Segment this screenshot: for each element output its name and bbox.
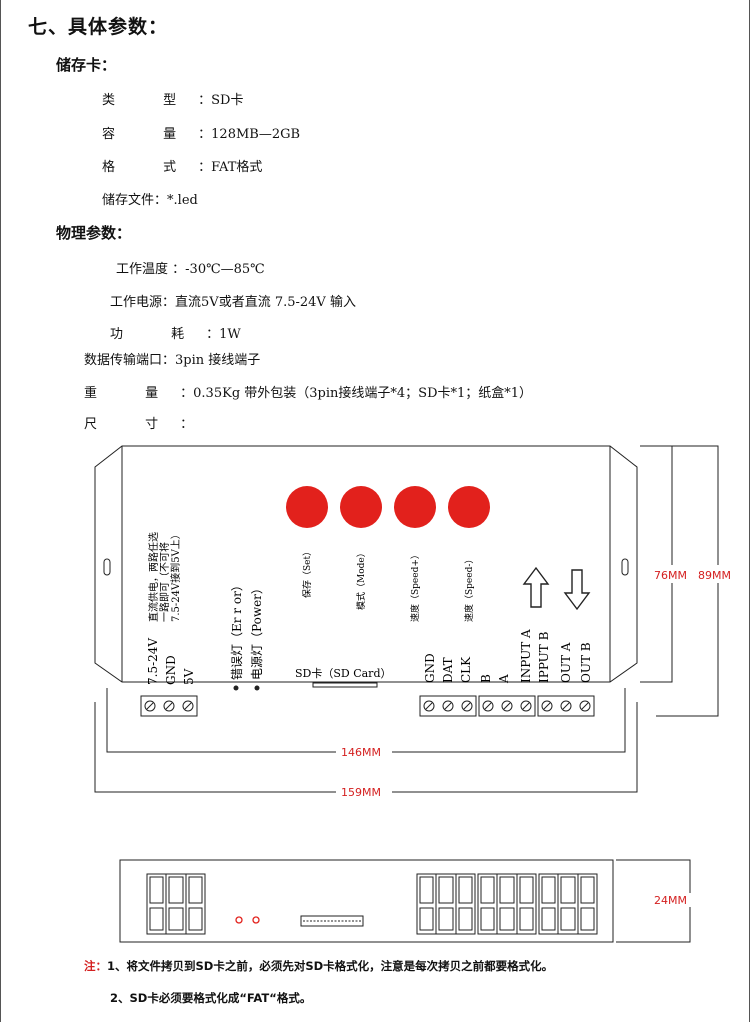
side-led-error-icon <box>235 916 243 924</box>
power-pin-label: GND <box>164 655 178 685</box>
button-speed-plus <box>394 486 436 528</box>
section-title: 七、具体参数： <box>28 16 169 38</box>
note-text: 1、将文件拷贝到SD卡之前，必须先对SD卡格式化，注意是每次拷贝之前都要格式化。 <box>107 959 554 973</box>
output-pin-label: OUT A <box>559 642 573 683</box>
dim-width-outer: 159MM <box>341 786 381 799</box>
side-led-power-icon <box>252 916 260 924</box>
storage-row-type: 类 型：SD卡 <box>102 89 244 108</box>
note-line-1: 注：1、将文件拷贝到SD卡之前，必须先对SD卡格式化，注意是每次拷贝之前都要格式… <box>84 958 553 974</box>
housing-outline <box>94 445 638 683</box>
storage-value: SD卡 <box>211 93 244 108</box>
physical-key: 工作电源 <box>110 295 163 310</box>
note-prefix: 注： <box>84 959 107 973</box>
led-label-power: 电源灯（Power） <box>250 582 264 680</box>
side-sd-slot <box>300 915 364 927</box>
input-pin-label: INPUT A <box>519 629 533 683</box>
storage-heading: 储存卡： <box>56 56 117 74</box>
physical-row-weight: 重 量：0.35Kg 带外包装（3pin接线端子*4；SD卡*1；纸盒*1） <box>84 382 532 401</box>
storage-sep: ： <box>198 127 212 142</box>
physical-value: 3pin 接线端子 <box>175 353 261 368</box>
button-set <box>286 486 328 528</box>
physical-sep: ： <box>206 327 220 342</box>
physical-value: 0.35Kg 带外包装（3pin接线端子*4；SD卡*1；纸盒*1） <box>193 386 533 401</box>
physical-sep: ： <box>180 386 194 401</box>
note-text: 2、SD卡必须要格式化成“FAT“格式。 <box>110 991 312 1005</box>
physical-key: 尺 寸 <box>84 417 181 432</box>
physical-key: 重 量 <box>84 386 181 401</box>
input-arrow-up-icon <box>522 566 550 608</box>
button-label: 速度（Speed+） <box>409 550 421 622</box>
physical-row-power: 工作电源：直流5V或者直流 7.5-24V 输入 <box>110 291 356 310</box>
physical-row-consumption: 功 耗：1W <box>110 323 241 342</box>
terminal-block-input <box>478 695 536 717</box>
physical-heading: 物理参数： <box>56 224 132 242</box>
button-speed-minus <box>448 486 490 528</box>
storage-key: 储存文件 <box>102 193 155 208</box>
data-pin-label: GND <box>423 653 437 683</box>
storage-value: 128MB—2GB <box>211 127 301 142</box>
storage-sep: ： <box>198 93 212 108</box>
led-label-error: 错误灯（Er r or） <box>230 579 244 680</box>
mount-hole-right-icon <box>621 558 629 576</box>
side-terminal-power <box>146 873 206 935</box>
terminal-block-power <box>140 695 198 717</box>
button-mode <box>340 486 382 528</box>
sd-card-label: SD卡（SD Card） <box>295 667 391 680</box>
sd-card-slot <box>312 682 378 688</box>
storage-sep: ： <box>154 193 168 208</box>
physical-row-temp: 工作温度 ：-30℃—85℃ <box>116 258 265 277</box>
physical-value: 1W <box>219 327 241 342</box>
button-label: 模式（Mode） <box>355 548 367 610</box>
power-note-line: 直流供电，两路任选 <box>147 532 160 622</box>
power-pin-label: 7.5-24V <box>146 638 160 685</box>
dim-height-inner: 76MM <box>654 569 687 582</box>
power-pin-label: 5V <box>182 668 196 685</box>
dim-width-inner: 146MM <box>341 746 381 759</box>
storage-sep: ： <box>198 160 212 175</box>
mount-hole-left-icon <box>103 558 111 576</box>
left-frame-edge <box>0 0 1 1022</box>
physical-sep: ： <box>180 417 194 432</box>
storage-value: *.led <box>167 193 198 208</box>
ab-pin-label: A <box>497 674 511 684</box>
output-arrow-down-icon <box>563 569 591 611</box>
physical-value: -30℃—85℃ <box>185 262 265 277</box>
storage-row-format: 格 式：FAT格式 <box>102 156 262 175</box>
storage-key: 容 量 <box>102 127 199 142</box>
physical-key: 功 耗 <box>110 327 207 342</box>
physical-key: 数据传输端口 <box>84 353 163 368</box>
physical-sep: ： <box>162 353 176 368</box>
side-terminal-data <box>416 873 476 935</box>
storage-key: 类 型 <box>102 93 199 108</box>
storage-key: 格 式 <box>102 160 199 175</box>
led-error-icon <box>233 685 239 691</box>
power-note-line: 一路即可（不可将 <box>158 542 171 622</box>
terminal-block-output <box>537 695 595 717</box>
physical-sep: ： <box>162 295 176 310</box>
storage-value: FAT格式 <box>211 160 263 175</box>
physical-value: 直流5V或者直流 7.5-24V 输入 <box>175 295 356 310</box>
physical-sep: ： <box>168 262 186 277</box>
storage-row-file: 储存文件：*.led <box>102 189 198 208</box>
side-terminal-output <box>538 873 598 935</box>
physical-row-size: 尺 寸： <box>84 413 193 432</box>
ab-pin-label: B <box>479 674 493 683</box>
side-terminal-input <box>477 873 537 935</box>
input-pin-label: IPPUT B <box>537 631 551 683</box>
note-line-2: 2、SD卡必须要格式化成“FAT“格式。 <box>110 990 311 1006</box>
dim-depth: 24MM <box>654 894 687 907</box>
led-power-icon <box>254 685 260 691</box>
data-pin-label: CLK <box>459 656 473 683</box>
button-label: 保存（Set） <box>301 547 313 598</box>
button-label: 速度（Speed-） <box>463 555 475 622</box>
terminal-block-data <box>419 695 477 717</box>
data-pin-label: DAT <box>441 657 455 683</box>
physical-row-port: 数据传输端口：3pin 接线端子 <box>84 349 260 368</box>
output-pin-label: OUT B <box>579 642 593 683</box>
physical-key: 工作温度 <box>116 262 169 277</box>
dim-height-outer: 89MM <box>698 569 731 582</box>
storage-row-capacity: 容 量：128MB—2GB <box>102 123 300 142</box>
power-note-line: 7.5-24V接到5V上） <box>169 529 182 622</box>
